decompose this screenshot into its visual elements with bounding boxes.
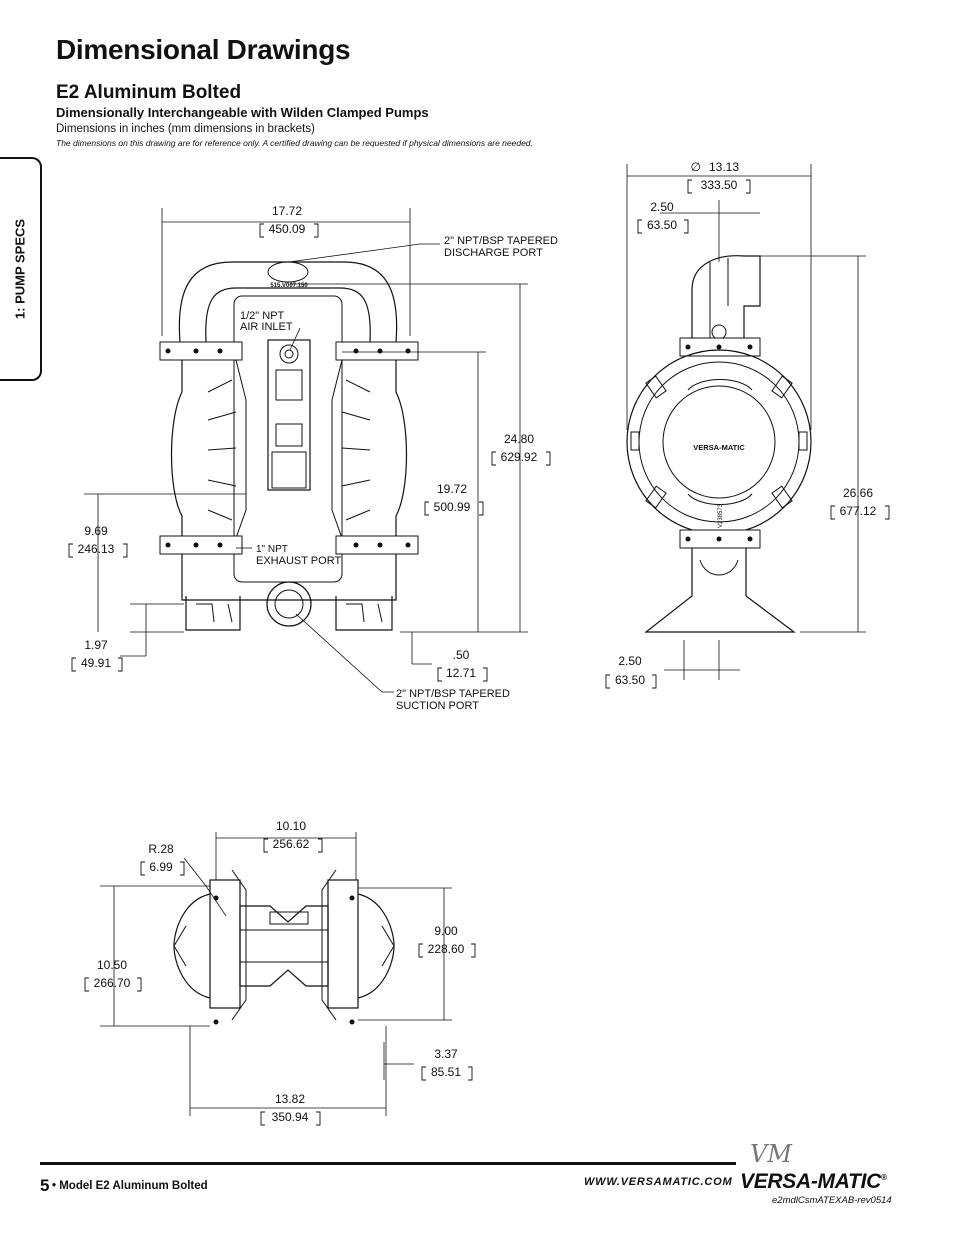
brand-name: VERSA-MATIC®: [740, 1170, 887, 1194]
top-dimension-lines: [100, 832, 452, 1116]
side-diameter-in: 13.13: [709, 160, 739, 174]
reference-note: The dimensions on this drawing are for r…: [56, 138, 533, 148]
front-inlet-height-mm: 500.99: [434, 500, 471, 514]
top-right-height-in: 9.00: [434, 924, 458, 938]
front-air-height-mm: 246.13: [78, 542, 115, 556]
front-dimension-labels: 17.72 450.09 2" NPT/BSP TAPERED DISCHARG…: [78, 204, 558, 712]
top-overall-width-mm: 350.94: [272, 1110, 309, 1124]
footer-model-label: • Model E2 Aluminum Bolted: [52, 1180, 208, 1192]
exhaust-label-2: EXHAUST PORT: [256, 555, 341, 567]
versa-matic-logo: VM VERSA-MATIC®: [740, 1140, 910, 1194]
website-link[interactable]: WWW.VERSAMATIC.COM: [584, 1176, 733, 1188]
exhaust-label-1: 1" NPT: [256, 544, 288, 555]
document-code: e2mdlCsmATEXAB-rev0514: [772, 1195, 892, 1206]
diameter-symbol: ∅: [691, 160, 701, 174]
air-inlet-label-2: AIR INLET: [240, 321, 293, 333]
front-inlet-height-in: 19.72: [437, 482, 467, 496]
section-side-tab[interactable]: 1: PUMP SPECS: [0, 157, 42, 381]
interchangeability-note: Dimensionally Interchangeable with Wilde…: [56, 105, 429, 120]
page-subtitle: E2 Aluminum Bolted: [56, 82, 242, 103]
page-number: 5: [40, 1176, 50, 1195]
front-air-height-in: 9.69: [84, 524, 108, 538]
front-dimension-lines: [84, 208, 528, 693]
top-left-height-in: 10.50: [97, 958, 127, 972]
front-view-pump: [159, 261, 419, 631]
top-overall-width-in: 13.82: [275, 1092, 305, 1106]
top-right-offset-mm: 85.51: [431, 1065, 461, 1079]
metric-brackets: [68, 179, 890, 1126]
discharge-label-1: 2" NPT/BSP TAPERED: [444, 235, 558, 247]
top-right-height-mm: 228.60: [428, 942, 465, 956]
page-title: Dimensional Drawings: [56, 34, 351, 65]
top-radius-mm: 6.99: [149, 860, 173, 874]
part-mark: 515.V007.150: [270, 283, 308, 289]
top-radius-in: R.28: [148, 842, 174, 856]
footer-rule: [40, 1162, 736, 1165]
units-note: Dimensions in inches (mm dimensions in b…: [56, 123, 315, 135]
air-inlet-label-1: 1/2" NPT: [240, 310, 285, 322]
top-dimension-labels: 10.10 256.62 R.28 6.99 9.00 228.60 10.50…: [94, 819, 465, 1124]
base-offset-in: .50: [453, 648, 470, 662]
side-height-mm: 677.12: [840, 504, 877, 518]
side-height-in: 26.66: [843, 486, 873, 500]
top-left-height-mm: 266.70: [94, 976, 131, 990]
foot-height-mm: 49.91: [81, 656, 111, 670]
side-dimension-labels: ∅ 13.13 333.50 2.50 63.50 26.66 677.12 2…: [615, 160, 877, 687]
front-overall-height-in: 24.80: [504, 432, 534, 446]
base-offset-mm: 12.71: [446, 666, 476, 680]
side-dimension-lines: [626, 164, 866, 680]
front-overall-height-mm: 629.92: [501, 450, 538, 464]
side-bottom-offset-mm: 63.50: [615, 673, 645, 687]
top-center-width-mm: 256.62: [273, 837, 310, 851]
registered-mark: ®: [880, 1173, 887, 1182]
front-width-in: 17.72: [272, 204, 302, 218]
suction-label-2: SUCTION PORT: [396, 700, 479, 712]
front-width-mm: 450.09: [269, 222, 306, 236]
foot-height-in: 1.97: [84, 638, 108, 652]
discharge-label-2: DISCHARGE PORT: [444, 247, 543, 259]
side-diameter-mm: 333.50: [701, 178, 738, 192]
side-view-pump: [626, 255, 812, 633]
vm-monogram: VM: [750, 1140, 792, 1168]
side-top-offset-mm: 63.50: [647, 218, 677, 232]
side-brand-mark: VERSA-MATIC: [693, 443, 745, 452]
top-view-pump: [173, 869, 395, 1025]
side-bottom-offset-in: 2.50: [618, 654, 642, 668]
brand-name-text: VERSA-MATIC: [740, 1170, 881, 1193]
suction-label-1: 2" NPT/BSP TAPERED: [396, 688, 510, 700]
side-serial-mark: V238573: [718, 503, 724, 528]
side-top-offset-in: 2.50: [650, 200, 674, 214]
top-right-offset-in: 3.37: [434, 1047, 458, 1061]
top-center-width-in: 10.10: [276, 819, 306, 833]
